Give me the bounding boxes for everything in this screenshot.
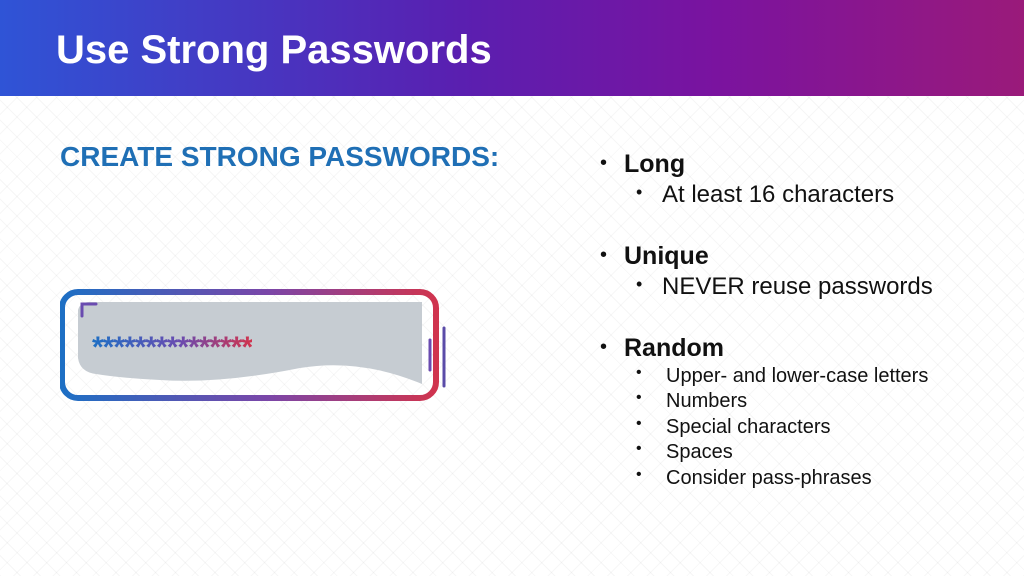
bullet-icon: • [636,466,642,483]
bullet-icon: • [600,336,608,358]
bullet-icon: • [600,244,608,266]
bullet-icon: • [636,440,642,457]
list-subitem-label: Consider pass-phrases [666,467,872,489]
slide-header: Use Strong Passwords [0,0,1024,96]
bullet-icon: • [636,182,643,202]
list-subitem-label: NEVER reuse passwords [662,273,933,300]
bullet-icon: • [636,415,642,432]
bullet-icon: • [636,274,643,294]
list-item-label: Random [624,334,724,362]
bullet-icon: • [636,364,642,381]
list-subitem-label: At least 16 characters [662,181,895,208]
list-item-label: Long [624,150,686,178]
list-subitem-label: Special characters [666,416,831,438]
bullet-icon: • [636,389,642,406]
field-fill [78,302,422,384]
list-item-label: Unique [624,242,709,270]
list-subitem-label: Numbers [666,390,748,412]
list-subitem-label: Upper- and lower-case letters [666,365,929,387]
password-field-illustration [60,289,446,401]
slide-title: Use Strong Passwords [56,28,492,72]
field-frame [60,289,439,401]
field-corner [80,302,98,318]
list-subitem-label: Spaces [666,441,733,463]
password-mask: *************** [92,331,253,364]
bullet-icon: • [600,152,608,174]
section-heading: CREATE STRONG PASSWORDS: [60,141,500,172]
